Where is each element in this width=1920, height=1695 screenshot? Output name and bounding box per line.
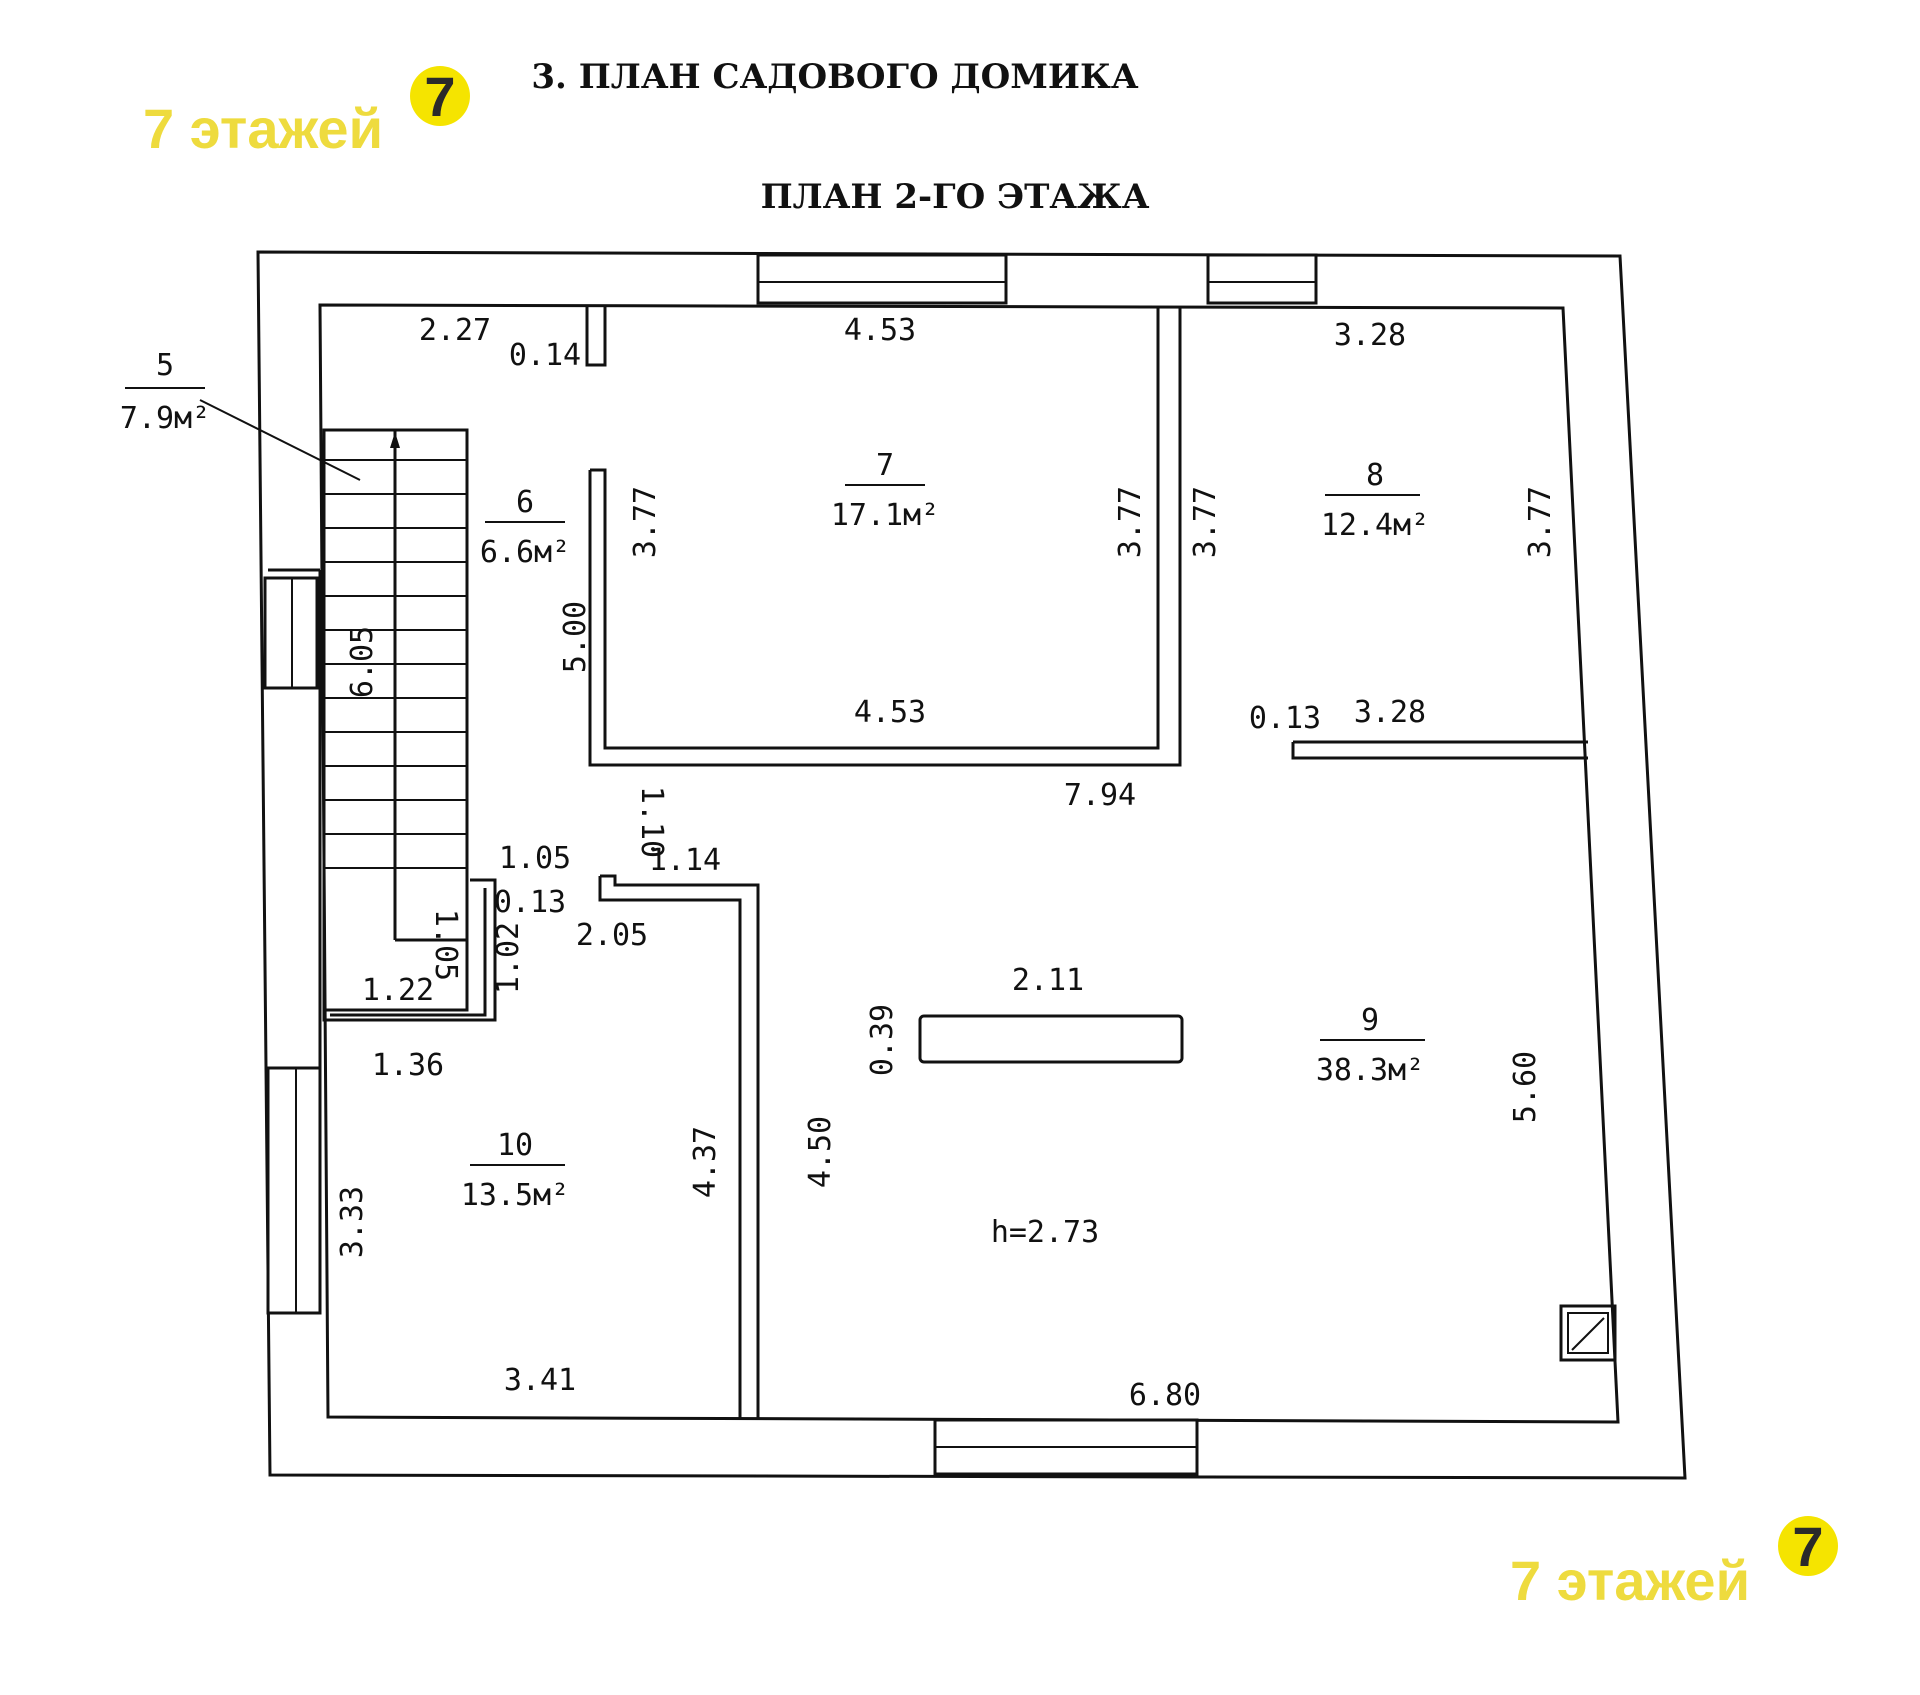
dim-7-94: 7.94 (1064, 778, 1136, 813)
dim-1-22: 1.22 (362, 973, 434, 1008)
dim-0-39: 0.39 (865, 1004, 900, 1076)
window-left-2 (266, 1066, 322, 1315)
watermark-text: 7 этажей (1510, 1549, 1750, 1612)
watermark-bottom: 7 этажей 7 (1510, 1515, 1838, 1612)
svg-text:7: 7 (876, 448, 894, 483)
room-6-label: 6 6.6м² (480, 485, 570, 570)
dim-3-77-d: 3.77 (1523, 486, 1558, 558)
dim-1-05-a: 1.05 (499, 841, 571, 876)
room-10-label: 10 13.5м² (461, 1128, 569, 1213)
watermark-top: 7 этажей 7 (143, 65, 470, 160)
windows (263, 253, 1318, 1476)
svg-text:5: 5 (156, 348, 174, 383)
dim-5-60: 5.60 (1508, 1051, 1543, 1123)
dim-1-02: 1.02 (491, 922, 526, 994)
room-10-walls (598, 874, 760, 1420)
svg-text:10: 10 (497, 1128, 533, 1163)
window-top-2 (1206, 253, 1318, 305)
dim-3-28-top: 3.28 (1334, 318, 1406, 353)
vent-shaft-icon (1559, 1304, 1617, 1362)
room-8-label: 8 12.4м² (1321, 458, 1429, 543)
svg-text:7.9м²: 7.9м² (120, 401, 210, 436)
outer-walls (256, 250, 1687, 1480)
dim-1-10: 1.10 (634, 786, 669, 858)
dimension-labels: 2.27 0.14 4.53 3.28 3.77 3.77 3.77 3.77 … (335, 313, 1558, 1413)
plan-subtitle: ПЛАН 2-ГО ЭТАЖА (761, 177, 1150, 217)
dim-4-50: 4.50 (803, 1116, 838, 1188)
plan-title: 3. ПЛАН САДОВОГО ДОМИКА (531, 57, 1139, 97)
dim-4-53-bottom: 4.53 (854, 695, 926, 730)
svg-text:7: 7 (1792, 1515, 1823, 1578)
dim-4-53-top: 4.53 (844, 313, 916, 348)
watermark-logo-icon: 7 (410, 65, 470, 128)
dim-4-37: 4.37 (688, 1126, 723, 1198)
svg-text:38.3м²: 38.3м² (1316, 1053, 1424, 1088)
dim-1-36: 1.36 (372, 1048, 444, 1083)
dim-3-41: 3.41 (504, 1363, 576, 1398)
room-labels: 5 7.9м² 6 6.6м² 7 17.1м² 8 12.4м² 9 38.3… (120, 348, 1429, 1213)
dim-1-05-b: 1.05 (428, 909, 463, 981)
svg-text:7: 7 (424, 65, 455, 128)
dim-0-14: 0.14 (509, 338, 581, 373)
stair-direction-arrow (390, 432, 400, 448)
staircase (322, 428, 469, 1012)
dim-0-13-b: 0.13 (494, 885, 566, 920)
window-top-1 (756, 253, 1008, 305)
room-7-label: 7 17.1м² (831, 448, 939, 533)
svg-text:17.1м²: 17.1м² (831, 498, 939, 533)
watermark-logo-icon: 7 (1778, 1515, 1838, 1578)
svg-text:6: 6 (516, 485, 534, 520)
svg-text:12.4м²: 12.4м² (1321, 508, 1429, 543)
watermark-text: 7 этажей (143, 97, 383, 160)
dim-6-05: 6.05 (345, 626, 380, 698)
dim-5-00: 5.00 (558, 601, 593, 673)
dim-6-80: 6.80 (1129, 1378, 1201, 1413)
svg-text:9: 9 (1361, 1003, 1379, 1038)
dim-3-77-a: 3.77 (628, 486, 663, 558)
svg-text:6.6м²: 6.6м² (480, 535, 570, 570)
svg-text:8: 8 (1366, 458, 1384, 493)
ceiling-height: h=2.73 (991, 1215, 1099, 1250)
dim-3-77-b: 3.77 (1113, 486, 1148, 558)
dim-1-14: 1.14 (649, 843, 721, 878)
dim-2-11: 2.11 (1012, 963, 1084, 998)
dim-3-28-bottom: 3.28 (1354, 695, 1426, 730)
room-9-label: 9 38.3м² (1316, 1003, 1425, 1088)
room-5-label: 5 7.9м² (120, 348, 361, 481)
dim-2-05: 2.05 (576, 918, 648, 953)
room-7-walls (588, 308, 1182, 767)
chimney (918, 1014, 1184, 1064)
svg-text:13.5м²: 13.5м² (461, 1178, 569, 1213)
dim-3-77-c: 3.77 (1188, 486, 1223, 558)
dim-2-27: 2.27 (419, 313, 491, 348)
dim-0-13-a: 0.13 (1249, 701, 1321, 736)
dim-3-33: 3.33 (335, 1186, 370, 1258)
